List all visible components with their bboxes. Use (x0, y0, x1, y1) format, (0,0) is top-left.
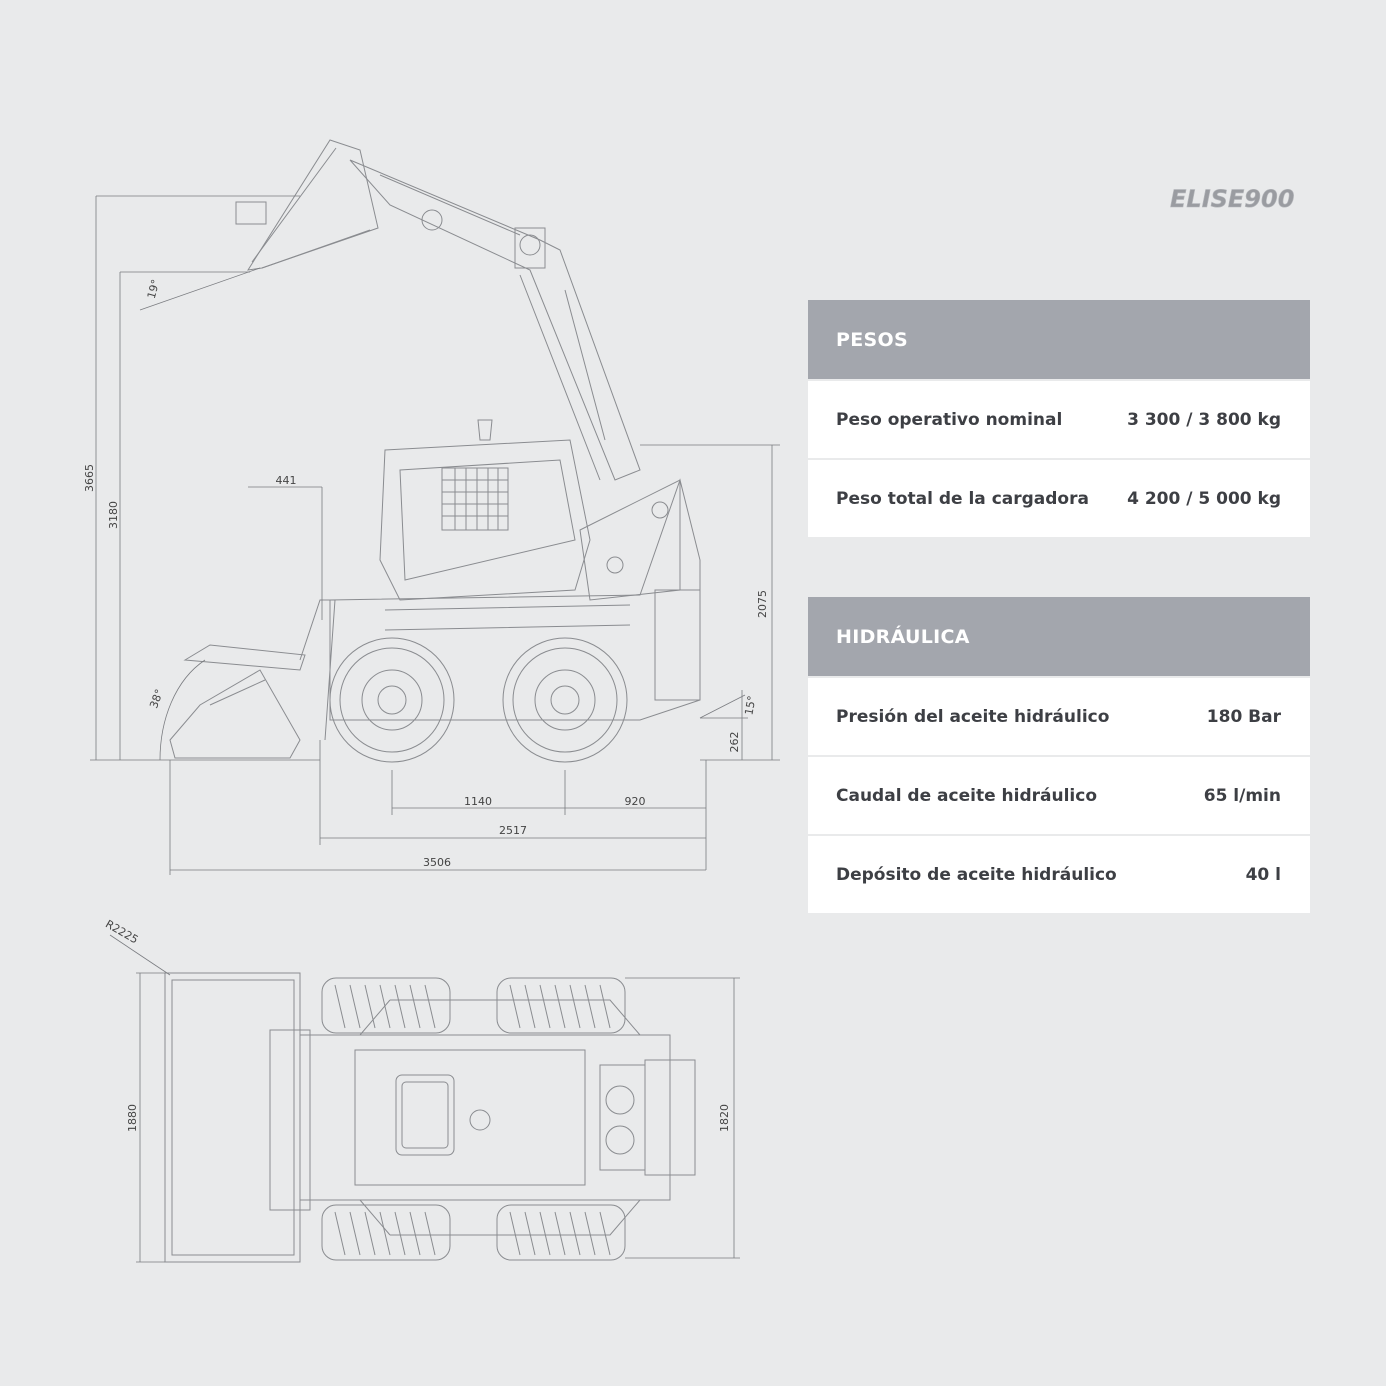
top-bucket (164, 972, 311, 1263)
top-chassis (299, 999, 696, 1236)
elise900-logo: ELISE900 (1170, 185, 1295, 214)
dim-262: 262 (728, 732, 741, 753)
row-label: Peso total de la cargadora (836, 488, 1089, 509)
row-label: Presión del aceite hidráulico (836, 706, 1110, 727)
dim-3506: 3506 (423, 856, 451, 869)
table-row: Peso total de la cargadora 4 200 / 5 000… (808, 458, 1310, 537)
lowered-bucket (169, 599, 336, 759)
row-label: Peso operativo nominal (836, 409, 1063, 430)
row-value: 65 l/min (1203, 785, 1281, 806)
table-row: Peso operativo nominal 3 300 / 3 800 kg (808, 379, 1310, 458)
dim-38-deg: 38° (147, 687, 166, 710)
side-view-dimension-labels: 3665 3180 19° 441 2075 15° 262 38° 1140 … (83, 278, 769, 869)
row-value: 3 300 / 3 800 kg (1127, 409, 1281, 430)
cab (379, 419, 591, 601)
dim-3180: 3180 (107, 501, 120, 529)
body (329, 478, 701, 721)
top-view-dimensions (109, 934, 740, 1263)
top-wheels (321, 977, 626, 1261)
dim-R2225: R2225 (103, 917, 140, 946)
dim-15-deg: 15° (742, 695, 758, 716)
row-value: 40 l (1245, 864, 1281, 885)
dim-1880: 1880 (126, 1104, 139, 1132)
lift-arm (349, 159, 641, 481)
row-label: Depósito de aceite hidráulico (836, 864, 1117, 885)
table-row: Depósito de aceite hidráulico 40 l (808, 834, 1310, 913)
row-value: 4 200 / 5 000 kg (1127, 488, 1281, 509)
row-label: Caudal de aceite hidráulico (836, 785, 1098, 806)
table-title: HIDRÁULICA (808, 597, 1310, 676)
logo-text: ELISE900 (1170, 185, 1294, 213)
raised-bucket (235, 139, 379, 271)
dim-920: 920 (625, 795, 646, 808)
pesos-table: PESOS Peso operativo nominal 3 300 / 3 8… (808, 300, 1310, 537)
rear-wheel (502, 637, 628, 763)
dim-2517: 2517 (499, 824, 527, 837)
technical-drawing: 3665 3180 19° 441 2075 15° 262 38° 1140 … (83, 139, 780, 1263)
dim-3665: 3665 (83, 464, 96, 492)
hidraulica-table: HIDRÁULICA Presión del aceite hidráulico… (808, 597, 1310, 913)
dim-441: 441 (276, 474, 297, 487)
table-title: PESOS (808, 300, 1310, 379)
dim-2075: 2075 (756, 590, 769, 618)
dim-1820: 1820 (718, 1104, 731, 1132)
side-view-dimensions (90, 195, 780, 875)
dim-19-deg: 19° (145, 278, 163, 300)
dim-1140: 1140 (464, 795, 492, 808)
table-row: Caudal de aceite hidráulico 65 l/min (808, 755, 1310, 834)
front-wheel (329, 637, 455, 763)
top-view-dimension-labels: R2225 1880 1820 (103, 917, 731, 1132)
row-value: 180 Bar (1206, 706, 1281, 727)
table-row: Presión del aceite hidráulico 180 Bar (808, 676, 1310, 755)
